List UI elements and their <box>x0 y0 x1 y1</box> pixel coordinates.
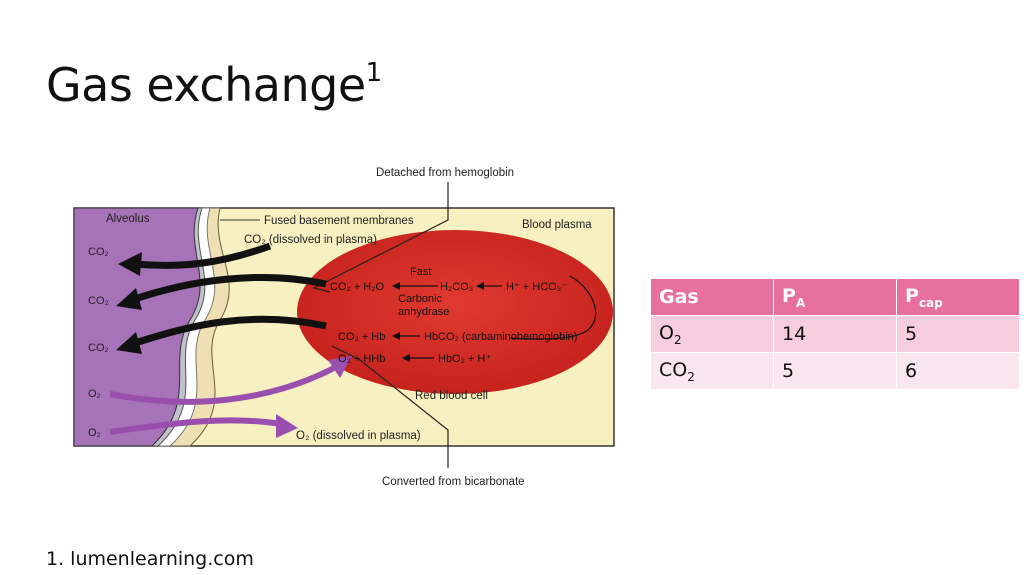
alveolus-label: Alveolus <box>106 213 150 225</box>
cell-pa: 5 <box>773 352 897 390</box>
table-row: CO2 5 6 <box>650 352 1020 390</box>
reaction-3-right: HbO₂ + H⁺ <box>438 353 491 365</box>
o2-arrow-1 <box>109 363 340 405</box>
co2-arrowhead-2 <box>116 288 142 310</box>
title-text: Gas exchange <box>46 58 366 112</box>
fast-label: Fast <box>410 266 431 278</box>
co2-arrowhead-1 <box>118 252 142 276</box>
table-header-row: Gas PA Pcap <box>650 278 1020 316</box>
o2-arrowhead-2 <box>276 414 298 438</box>
cell-pa: 14 <box>773 315 897 353</box>
reaction-3-arrowhead <box>402 354 410 362</box>
title-footnote-marker: 1 <box>365 57 383 88</box>
reaction-1-arrowhead-b <box>476 282 484 290</box>
reaction-2-right: HbCO₂ (carbaminohemoglobin) <box>424 331 577 343</box>
co2-arrow-1 <box>134 242 272 269</box>
converted-leader <box>331 345 449 468</box>
reaction-1-mid: H₂CO₃ <box>440 281 473 293</box>
reaction-1-right: H⁺ + HCO₃⁻ <box>506 281 567 293</box>
membrane-label: Fused basement membranes <box>264 215 414 227</box>
detached-label: Detached from hemoglobin <box>376 167 514 179</box>
alveolar-gas-1: CO₂ <box>88 246 109 258</box>
detached-leader <box>312 182 449 293</box>
footnote: 1. lumenlearning.com <box>46 548 254 570</box>
reaction-2-arrowhead <box>392 332 400 340</box>
converted-label: Converted from bicarbonate <box>382 476 525 488</box>
o2-arrow-2 <box>109 417 283 435</box>
reaction-2-left: CO₂ + Hb <box>338 331 385 343</box>
co2-arrowhead-3 <box>116 332 142 354</box>
header-pcap: Pcap <box>896 278 1020 316</box>
reaction-1-left: CO₂ + H₂O <box>330 281 385 293</box>
o2-dissolved-label: O₂ (dissolved in plasma) <box>296 430 421 442</box>
partial-pressure-table: Gas PA Pcap O2 14 5 CO2 5 6 <box>650 278 1020 390</box>
rbc-label: Red blood cell <box>415 390 488 402</box>
co2-dissolved-label: CO₂ (dissolved in plasma) <box>244 234 377 246</box>
slide-title: Gas exchange1 <box>46 58 382 112</box>
co2-arrow-3 <box>130 315 327 348</box>
anhydrase-label: anhydrase <box>398 306 449 318</box>
cell-gas: O2 <box>650 315 774 353</box>
alveolar-gas-4: O₂ <box>88 388 101 400</box>
cell-gas: CO2 <box>650 352 774 390</box>
gas-exchange-diagram: Alveolus Fused basement membranes Blood … <box>73 167 615 488</box>
co2-arrow-2 <box>130 273 327 304</box>
reaction-1-arrowhead-a <box>392 282 400 290</box>
cell-pcap: 5 <box>896 315 1020 353</box>
red-blood-cell <box>297 230 613 394</box>
alveolar-gas-5: O₂ <box>88 427 101 439</box>
alveolar-gas-2: CO₂ <box>88 295 109 307</box>
o2-arrowhead-1 <box>328 356 352 378</box>
carbonic-label: Carbonic <box>398 293 443 305</box>
alveolar-gas-3: CO₂ <box>88 342 109 354</box>
reaction-3-left: O₂ + HHb <box>338 353 385 365</box>
header-gas: Gas <box>650 278 774 316</box>
cell-pcap: 6 <box>896 352 1020 390</box>
table-row: O2 14 5 <box>650 315 1020 353</box>
plasma-label: Blood plasma <box>522 219 592 231</box>
bicarbonate-loop <box>509 275 597 340</box>
header-pa: PA <box>773 278 897 316</box>
